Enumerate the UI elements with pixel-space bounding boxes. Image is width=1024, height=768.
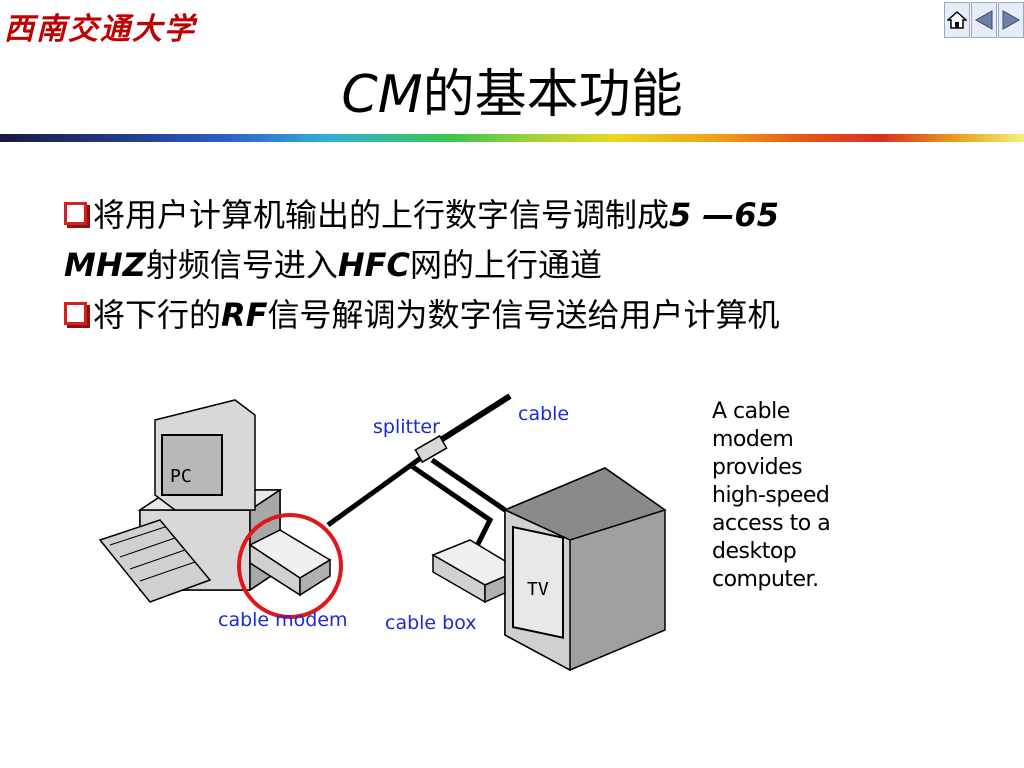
bullet-list: 将用户计算机输出的上行数字信号调制成5 —65 MHZ射频信号进入HFC网的上行… xyxy=(64,190,964,340)
title-latin: CM xyxy=(341,65,423,125)
cable-modem-label: cable modem xyxy=(218,609,348,631)
cable-label: cable xyxy=(518,403,569,425)
cable-modem-device xyxy=(248,529,332,597)
tv-label: TV xyxy=(527,579,549,600)
title-chinese: 的基本功能 xyxy=(422,65,683,125)
pc-label: PC xyxy=(170,466,192,487)
bullet-text: 射频信号进入 xyxy=(145,246,338,284)
pc-computer: PC xyxy=(98,399,283,603)
caption-line: computer. xyxy=(712,567,819,592)
tv-cable xyxy=(430,457,507,513)
cable-modem-diagram: PC TV splitter cable cable modem cable b… xyxy=(98,393,667,672)
modem-cable xyxy=(326,452,427,528)
triangle-right-icon xyxy=(1002,10,1021,30)
bullet-item-2: 将下行的RF信号解调为数字信号送给用户计算机 xyxy=(64,290,964,340)
home-icon xyxy=(947,10,967,29)
bullet-hfc: HFC xyxy=(337,246,410,284)
splitter-label: splitter xyxy=(373,416,440,438)
bullet-item-1-line-1: 将用户计算机输出的上行数字信号调制成5 —65 xyxy=(64,190,964,240)
bullet-rf: RF xyxy=(221,296,268,334)
caption-line: access to a xyxy=(712,511,831,536)
bullet-frequency: 5 —65 xyxy=(669,196,779,234)
university-logo: 西南交通大学 xyxy=(4,12,196,47)
triangle-left-icon xyxy=(974,10,993,30)
bullet-unit: MHZ xyxy=(64,246,146,284)
cable-box-label: cable box xyxy=(385,612,477,634)
caption-line: desktop xyxy=(712,539,797,564)
tv-set: TV xyxy=(503,467,667,672)
box-cable xyxy=(408,462,494,552)
bullet-square-icon xyxy=(64,202,87,225)
caption-line: modem xyxy=(712,427,794,452)
bullet-item-1-line-2: MHZ射频信号进入HFC网的上行通道 xyxy=(64,240,964,290)
bullet-square-icon xyxy=(64,302,87,325)
caption-line: provides xyxy=(712,455,803,480)
caption-line: A cable xyxy=(712,399,790,424)
bullet-text: 将下行的 xyxy=(93,296,222,334)
splitter-device xyxy=(414,434,448,464)
bullet-text: 网的上行通道 xyxy=(409,246,602,284)
diagram-caption: A cable modem provides high-speed access… xyxy=(712,398,831,594)
previous-button[interactable] xyxy=(971,2,997,38)
rainbow-divider xyxy=(0,134,1024,142)
page-title: CM的基本功能 xyxy=(0,52,1024,127)
caption-line: high-speed xyxy=(712,483,830,508)
bullet-text: 信号解调为数字信号送给用户计算机 xyxy=(267,296,780,334)
nav-buttons xyxy=(944,2,1024,38)
next-button[interactable] xyxy=(998,2,1024,38)
home-button[interactable] xyxy=(944,2,970,38)
modem-highlight-circle xyxy=(237,513,343,619)
bullet-text: 将用户计算机输出的上行数字信号调制成 xyxy=(93,196,670,234)
